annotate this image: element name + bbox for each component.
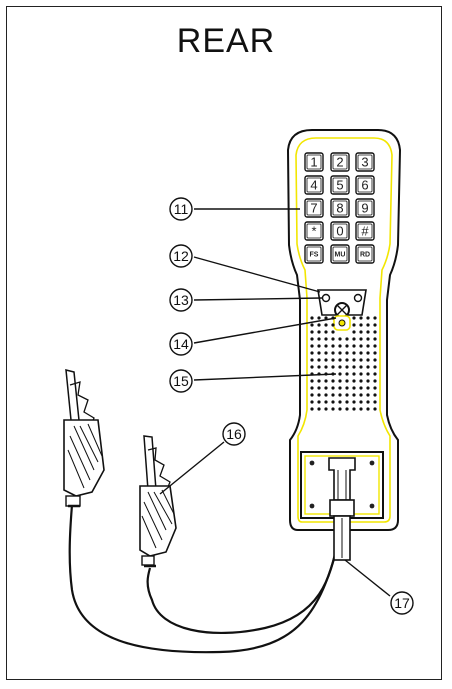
callout-15: 15 — [169, 369, 193, 393]
key-0[interactable]: 0 — [330, 221, 350, 241]
callout-17: 17 — [390, 591, 414, 615]
callouts: 11 12 13 14 15 16 17 — [169, 197, 414, 615]
callout-number: 12 — [173, 248, 189, 264]
key-label: 0 — [336, 224, 343, 239]
key-label: 5 — [336, 178, 343, 193]
callout-13: 13 — [169, 288, 193, 312]
key-2[interactable]: 2 — [330, 152, 350, 172]
callout-number: 14 — [173, 336, 189, 352]
key-rd[interactable]: RD — [355, 244, 375, 264]
alligator-clip-left — [63, 369, 105, 508]
hanger-bracket — [317, 289, 367, 331]
callout-number: 15 — [173, 373, 189, 389]
diagram-frame — [6, 6, 442, 680]
screw-right-icon — [353, 293, 363, 303]
callout-number: 16 — [226, 426, 242, 442]
key-mu[interactable]: MU — [330, 244, 350, 264]
diagram-title: REAR — [176, 22, 276, 60]
key-6[interactable]: 6 — [355, 175, 375, 195]
callout-14: 14 — [169, 332, 193, 356]
key-label: MU — [335, 252, 346, 259]
callout-number: 11 — [174, 201, 189, 217]
key-9[interactable]: 9 — [355, 198, 375, 218]
leader-lines — [159, 208, 391, 597]
alligator-clip-right — [139, 435, 177, 568]
key-label: 9 — [361, 201, 368, 216]
key-star[interactable]: * — [304, 221, 324, 241]
key-8[interactable]: 8 — [330, 198, 350, 218]
key-hash[interactable]: # — [355, 221, 375, 241]
key-label: 7 — [310, 201, 317, 216]
test-cord — [146, 539, 340, 635]
callout-16: 16 — [222, 422, 246, 446]
keypad: 1 2 3 4 5 6 7 8 9 * 0 # FS MU RD — [304, 152, 375, 264]
callout-number: 17 — [394, 595, 410, 611]
test-cord-2 — [68, 504, 340, 654]
key-1[interactable]: 1 — [304, 152, 324, 172]
key-label: 6 — [361, 178, 368, 193]
key-label: RD — [360, 252, 370, 259]
callout-number: 13 — [173, 292, 189, 308]
key-label: 3 — [361, 155, 368, 170]
key-label: # — [361, 224, 369, 239]
key-fs[interactable]: FS — [304, 244, 324, 264]
key-label: * — [311, 224, 316, 239]
key-3[interactable]: 3 — [355, 152, 375, 172]
callout-11: 11 — [169, 197, 193, 221]
key-label: FS — [310, 252, 319, 259]
key-4[interactable]: 4 — [304, 175, 324, 195]
cord-connector — [300, 451, 384, 561]
key-label: 2 — [336, 155, 343, 170]
key-label: 4 — [310, 178, 317, 193]
key-label: 1 — [310, 155, 317, 170]
key-7[interactable]: 7 — [304, 198, 324, 218]
key-label: 8 — [336, 201, 343, 216]
screw-left-icon — [321, 293, 331, 303]
callout-12: 12 — [169, 244, 193, 268]
key-5[interactable]: 5 — [330, 175, 350, 195]
